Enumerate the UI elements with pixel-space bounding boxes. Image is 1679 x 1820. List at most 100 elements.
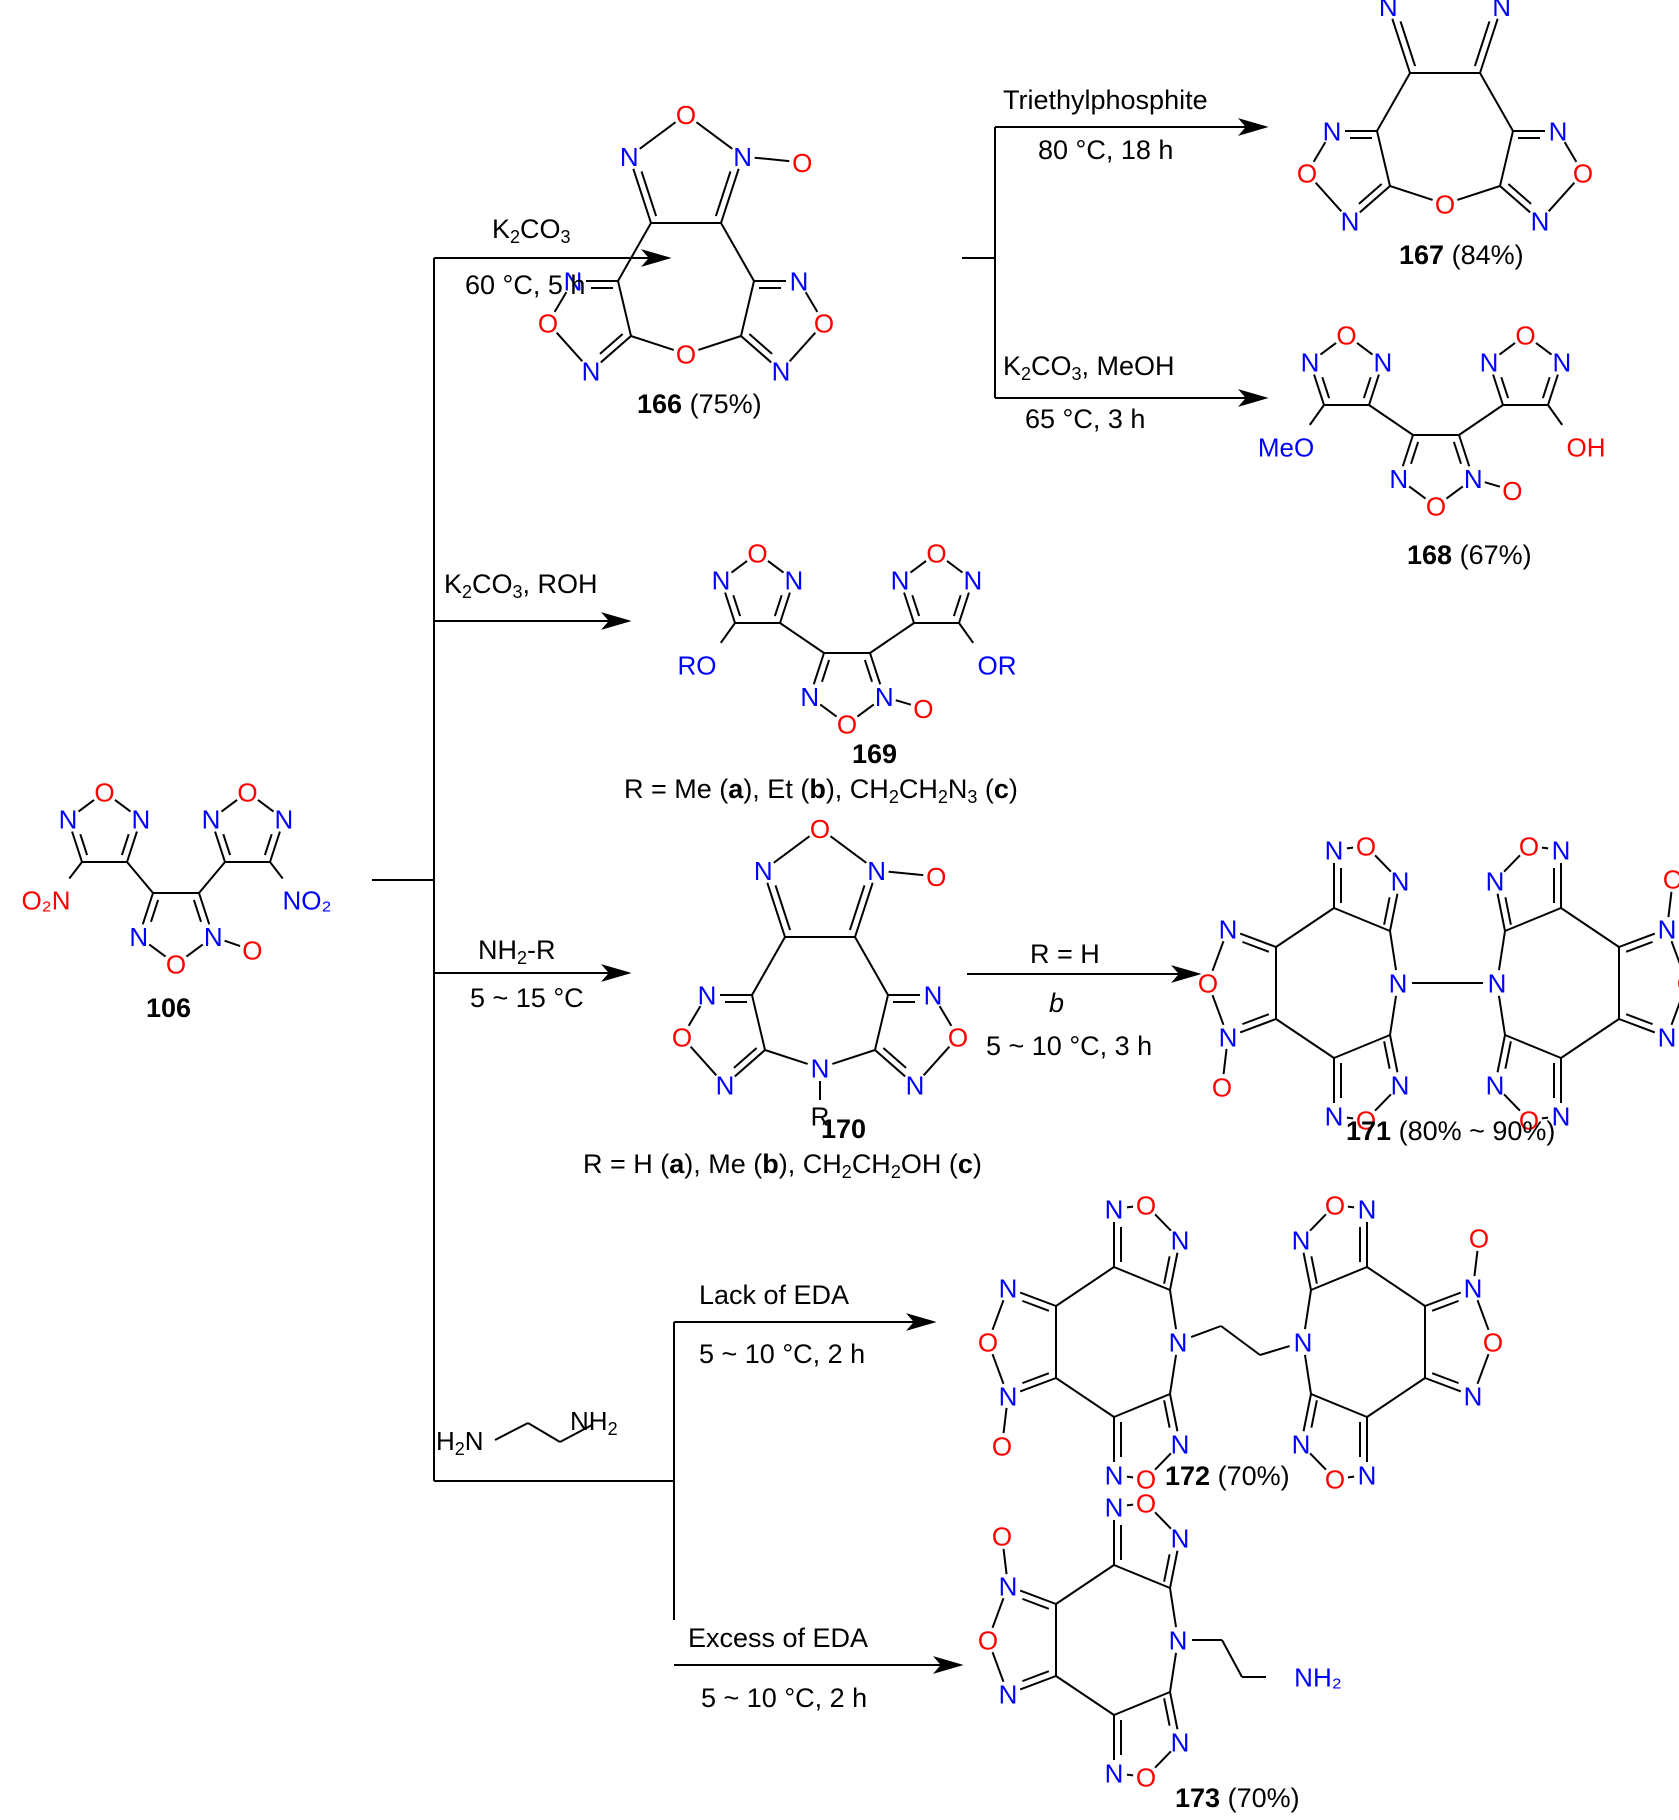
bond: [1113, 1393, 1171, 1418]
dative-bond: [895, 699, 912, 706]
atom-o: O: [1325, 1190, 1345, 1220]
bond: [494, 1422, 529, 1441]
bond: [766, 882, 786, 938]
atom-o: O: [1297, 158, 1317, 188]
atom-n: N: [1171, 1429, 1190, 1459]
atom-o: O: [1325, 1464, 1345, 1494]
r-text: CH: [851, 1149, 891, 1179]
bond: [185, 943, 204, 958]
atom-n: N: [1488, 968, 1507, 998]
bond: [903, 592, 915, 624]
atom-o: O: [1356, 1105, 1376, 1135]
bond: [1547, 182, 1576, 212]
atom-n: N: [1325, 835, 1344, 865]
r-text: N: [947, 774, 968, 804]
bond: [819, 703, 838, 718]
condition-170: 5 ~ 15 °C: [470, 983, 584, 1013]
atom-n: N: [999, 1571, 1018, 1601]
bond: [991, 1353, 1005, 1385]
bond-double: [1383, 897, 1391, 925]
atom-n: N: [1389, 464, 1408, 494]
bond: [938, 1005, 953, 1027]
atom-o: O: [1515, 321, 1535, 351]
atom-n: N: [999, 1381, 1018, 1411]
bond: [553, 291, 568, 313]
bond: [1169, 1691, 1179, 1730]
compound-label-106: 106: [146, 995, 191, 1022]
atom-n: N: [1341, 206, 1360, 236]
compound-label-171: 171 (80% ~ 90%): [1346, 1118, 1555, 1145]
bond: [1055, 1675, 1115, 1716]
bond: [126, 831, 138, 863]
compound-number: 166: [637, 389, 683, 419]
bond-double: [1541, 376, 1551, 399]
bond-double: [748, 333, 773, 355]
bond: [1169, 1252, 1179, 1291]
atom-n: N: [891, 566, 910, 596]
bond: [1126, 1205, 1134, 1209]
bond: [1408, 485, 1427, 500]
reagent-text: K: [1003, 351, 1022, 381]
bond: [804, 291, 819, 313]
atom-n: N: [964, 566, 983, 596]
atom-n: N: [1486, 1070, 1505, 1100]
atom-n: N: [1294, 1327, 1313, 1357]
bond-double: [1507, 183, 1532, 205]
bond-double: [821, 659, 831, 683]
bond: [600, 335, 632, 364]
atom-n: N: [811, 1053, 830, 1083]
atom-n: N: [754, 856, 773, 886]
compound-label-169: 169: [852, 741, 897, 768]
atom-n: N: [1219, 1022, 1238, 1052]
reagent-triethylphosphite: Triethylphosphite: [1003, 85, 1208, 115]
atom-n: N: [1358, 1460, 1377, 1490]
atom-o: O: [242, 936, 262, 966]
bond-double: [1022, 1372, 1050, 1385]
atom-o: O: [1483, 1327, 1503, 1357]
bond: [1366, 1377, 1426, 1418]
atom-n: N: [875, 682, 894, 712]
atom-n: N: [800, 682, 819, 712]
atom-n: N: [564, 266, 583, 296]
bond-double: [863, 659, 873, 683]
arrowhead: [1238, 389, 1269, 407]
atom-n: N: [733, 142, 752, 172]
reagent-k2co3-166: K2CO3: [492, 216, 571, 247]
bond: [1618, 932, 1656, 948]
bond: [1347, 1475, 1355, 1479]
bond: [1496, 1034, 1506, 1073]
bond: [1458, 434, 1471, 467]
atom-o: O: [1573, 158, 1593, 188]
bond: [1113, 1564, 1171, 1589]
atom-n: N: [698, 980, 717, 1010]
bond: [1126, 1475, 1134, 1479]
atom-o: O: [1356, 831, 1376, 861]
bond-double: [1362, 376, 1372, 399]
bond: [1154, 1750, 1172, 1769]
bond: [1019, 1589, 1057, 1605]
bond: [1221, 1639, 1243, 1678]
atom-n: N: [1219, 914, 1238, 944]
atom-n: N: [867, 856, 886, 886]
bond: [639, 121, 677, 150]
bond-double: [1383, 1041, 1391, 1069]
bond: [1310, 1266, 1368, 1291]
bond: [1389, 185, 1433, 201]
bond: [1333, 907, 1391, 932]
atom-r: R: [811, 1101, 830, 1131]
bond-double: [1473, 21, 1491, 67]
reagent-text: CO: [472, 569, 513, 599]
atom-n: N: [1480, 348, 1499, 378]
bond-double: [1321, 376, 1331, 399]
bond: [1239, 932, 1277, 948]
molecule-167: NNONONNONO: [1297, 0, 1593, 236]
condition-172: 5 ~ 10 °C, 2 h: [699, 1339, 866, 1369]
atom-o: O: [810, 814, 830, 844]
bond: [1389, 893, 1399, 932]
dative-bond: [1667, 891, 1673, 918]
